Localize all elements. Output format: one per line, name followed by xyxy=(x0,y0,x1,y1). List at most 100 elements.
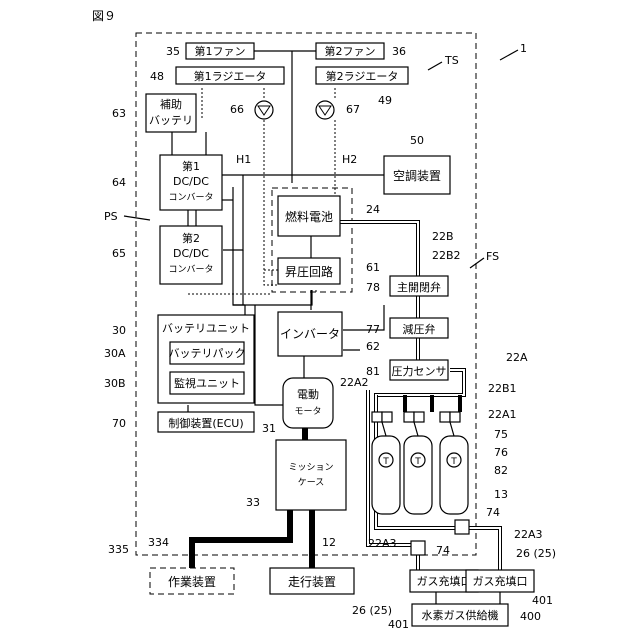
battery-unit-label: バッテリユニット xyxy=(162,322,250,335)
ref-22a1: 22A1 xyxy=(488,408,517,421)
ref-22a3b: 22A3 xyxy=(514,528,543,541)
ref-22b: 22B xyxy=(432,230,454,243)
inverter-label: インバータ xyxy=(280,327,340,341)
ref-ts: TS xyxy=(444,54,459,67)
hydrogen-tanks: T T T xyxy=(372,412,468,514)
main-valve-label: 主開閉弁 xyxy=(397,280,441,294)
battery-unit: バッテリユニット バッテリパック 監視ユニット xyxy=(158,315,254,403)
ref-1: 1 xyxy=(520,42,527,55)
travel-device-label: 走行装置 xyxy=(288,575,336,589)
ref-61: 61 xyxy=(366,261,380,274)
pump-66-icon xyxy=(255,101,273,119)
gas-port-1-label: ガス充填口 xyxy=(417,574,472,588)
ref-334: 334 xyxy=(148,536,169,549)
aux-battery-line1: 補助 xyxy=(160,97,182,111)
gas-port-2-label: ガス充填口 xyxy=(473,574,528,588)
travel-device: 走行装置 xyxy=(270,568,354,594)
aux-battery: 補助 バッテリ xyxy=(146,94,196,132)
ref-49: 49 xyxy=(378,94,392,107)
ref-48: 48 xyxy=(150,70,164,83)
check-valve-74b xyxy=(455,520,469,534)
gas-filling-port-2: ガス充填口 xyxy=(466,570,534,592)
radiator-1: 第1ラジエータ xyxy=(176,67,284,84)
ref-30b: 30B xyxy=(104,377,126,390)
fan-2-label: 第2ファン xyxy=(325,44,376,58)
fan-1: 第1ファン xyxy=(186,43,254,59)
monitor-unit-label: 監視ユニット xyxy=(174,376,240,390)
mission-line2: ケース xyxy=(298,477,325,488)
ref-62: 62 xyxy=(366,340,380,353)
fuel-cell-label: 燃料電池 xyxy=(285,209,333,224)
tank-2 xyxy=(404,436,432,514)
dcdc2-line3: コンバータ xyxy=(168,264,213,275)
tank-1-symbol: T xyxy=(382,457,389,467)
ref-74a: 74 xyxy=(436,544,450,557)
ref-h1: H1 xyxy=(236,153,251,166)
figure-title: 図９ xyxy=(92,9,116,23)
motor-line1: 電動 xyxy=(297,387,319,401)
h2-supplier-label: 水素ガス供給機 xyxy=(422,608,499,622)
work-device: 作業装置 xyxy=(150,568,234,594)
battery-pack-label: バッテリパック xyxy=(169,347,246,360)
dcdc2-line1: 第2 xyxy=(182,231,200,245)
ref-36: 36 xyxy=(392,45,406,58)
ref-67: 67 xyxy=(346,103,360,116)
dcdc-converter-2: 第2 DC/DC コンバータ xyxy=(160,226,222,284)
ref-63: 63 xyxy=(112,107,126,120)
booster-label: 昇圧回路 xyxy=(285,264,333,279)
tank-1 xyxy=(372,436,400,514)
ref-ps: PS xyxy=(104,210,118,223)
ref-35: 35 xyxy=(166,45,180,58)
pressure-sensor: 圧力センサ xyxy=(390,360,448,380)
ref-82: 82 xyxy=(494,464,508,477)
ref-401a: 401 xyxy=(388,618,409,631)
ref-70: 70 xyxy=(112,417,126,430)
ref-12: 12 xyxy=(322,536,336,549)
dcdc1-line3: コンバータ xyxy=(168,192,213,203)
ref-401b: 401 xyxy=(532,594,553,607)
ref-335: 335 xyxy=(108,543,129,556)
radiator-2: 第2ラジエータ xyxy=(316,67,408,84)
ref-22a2: 22A2 xyxy=(340,376,369,389)
dcdc2-line2: DC/DC xyxy=(173,247,209,260)
ref-26a: 26 (25) xyxy=(352,604,392,617)
air-conditioner: 空調装置 xyxy=(384,156,450,194)
ref-22b2: 22B2 xyxy=(432,249,461,262)
ref-31: 31 xyxy=(262,422,276,435)
ref-66: 66 xyxy=(230,103,244,116)
ref-22a: 22A xyxy=(506,351,528,364)
ref-30: 30 xyxy=(112,324,126,337)
ref-24: 24 xyxy=(366,203,380,216)
ref-22a3a: 22A3 xyxy=(368,537,397,550)
pressure-reducer: 減圧弁 xyxy=(390,318,448,338)
dcdc1-line1: 第1 xyxy=(182,159,200,173)
work-device-label: 作業装置 xyxy=(168,575,216,589)
ref-26b: 26 (25) xyxy=(516,547,556,560)
radiator-1-label: 第1ラジエータ xyxy=(194,69,267,83)
main-valve: 主開閉弁 xyxy=(390,276,448,296)
ref-76: 76 xyxy=(494,446,508,459)
radiator-2-label: 第2ラジエータ xyxy=(326,69,399,83)
ref-78: 78 xyxy=(366,281,380,294)
motor-line2: モータ xyxy=(294,406,321,417)
ecu-label: 制御装置(ECU) xyxy=(168,416,243,430)
tank-2-symbol: T xyxy=(414,457,421,467)
booster-circuit: 昇圧回路 xyxy=(278,258,340,284)
tank-3 xyxy=(440,436,468,514)
mission-case: ミッション ケース xyxy=(276,440,346,510)
mission-line1: ミッション xyxy=(288,463,333,473)
dcdc-converter-1: 第1 DC/DC コンバータ xyxy=(160,155,222,210)
ref-30a: 30A xyxy=(104,347,126,360)
ref-13: 13 xyxy=(494,488,508,501)
shaft-to-work-device xyxy=(192,510,290,568)
electric-motor: 電動 モータ xyxy=(283,378,333,428)
ref-77: 77 xyxy=(366,323,380,336)
pressure-reducer-label: 減圧弁 xyxy=(403,322,436,336)
tank-3-symbol: T xyxy=(450,457,457,467)
ref-33: 33 xyxy=(246,496,260,509)
ref-fs: FS xyxy=(486,250,499,263)
ref-75: 75 xyxy=(494,428,508,441)
ref-50: 50 xyxy=(410,134,424,147)
ref-h2: H2 xyxy=(342,153,357,166)
